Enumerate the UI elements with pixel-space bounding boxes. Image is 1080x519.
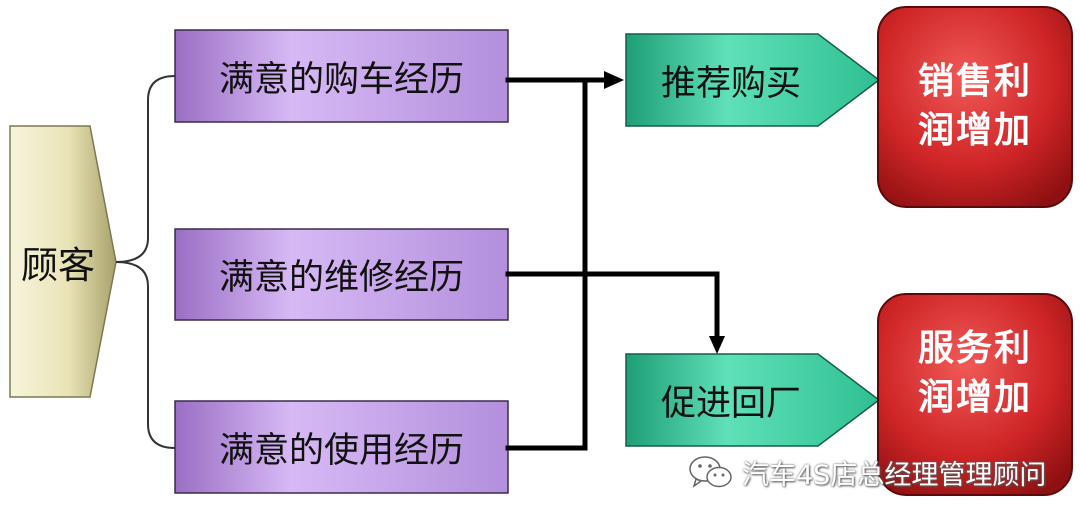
action-label-return: 促进回厂 (660, 383, 801, 424)
watermark: 汽车4S店总经理管理顾问 (688, 452, 1046, 492)
result-label-service: 服务利 润增加 (917, 328, 1032, 418)
action-arrow-return (625, 353, 881, 447)
watermark-text: 汽车4S店总经理管理顾问 (742, 459, 1047, 491)
action-label-recommend: 推荐购买 (660, 63, 801, 104)
connector-purchase (505, 77, 588, 451)
result-box-sales (877, 6, 1073, 208)
experience-box-usage (174, 400, 509, 494)
experience-box-repair (174, 228, 509, 321)
connector-lines (505, 77, 720, 451)
arrowhead-return (709, 336, 725, 354)
customer-label: 顾客 (21, 244, 95, 287)
experience-box-purchase (174, 29, 509, 123)
action-arrow-recommend (625, 33, 881, 127)
arrowhead-recommend (604, 71, 624, 89)
experience-label-purchase: 满意的购车经历 (218, 59, 464, 100)
connector-repair (505, 271, 720, 343)
customer-shape (9, 125, 117, 398)
experience-label-repair: 满意的维修经历 (218, 258, 464, 298)
result-box-service (877, 293, 1073, 496)
customer-brace (115, 75, 176, 449)
experience-label-usage: 满意的使用经历 (218, 430, 464, 471)
wechat-icon (689, 456, 732, 488)
result-label-sales: 销售利 润增加 (917, 61, 1032, 151)
